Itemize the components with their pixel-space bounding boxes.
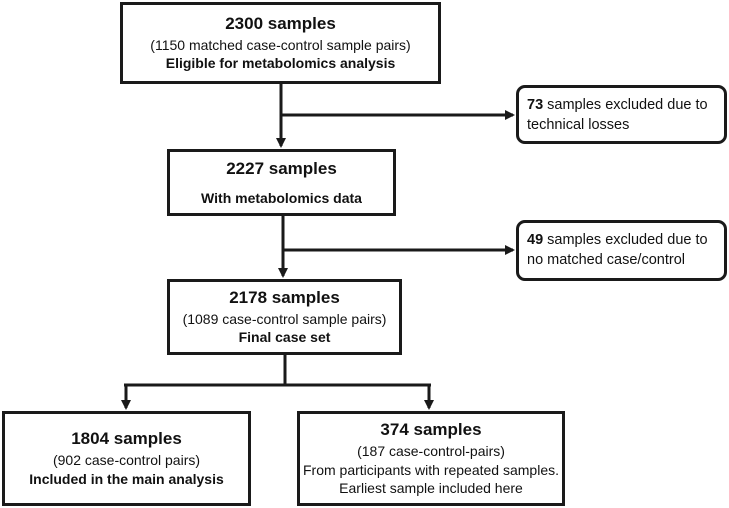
- box-title: 374 samples: [380, 419, 482, 439]
- box-line: Eligible for metabolomics analysis: [165, 55, 396, 72]
- excluded-count: 49: [527, 232, 544, 248]
- box-line: (187 case-control-pairs): [357, 442, 505, 459]
- box-title: 2227 samples: [226, 158, 337, 178]
- box-metabolomics-data: 2227 samples With metabolomics data: [167, 149, 396, 216]
- box-repeated-samples: 374 samples (187 case-control-pairs) Fro…: [297, 411, 565, 506]
- excluded-count: 73: [527, 97, 544, 113]
- box-line: (1089 case-control sample pairs): [182, 310, 387, 327]
- box-final-case-set: 2178 samples (1089 case-control sample p…: [167, 279, 402, 355]
- box-line: Earliest sample included here: [339, 480, 523, 497]
- exclusion-reason: technical losses: [527, 116, 630, 133]
- box-line: (902 case-control pairs): [52, 452, 201, 469]
- exclusion-reason: no matched case/control: [527, 251, 685, 268]
- exclusion-text: samples excluded due to: [543, 97, 708, 113]
- box-title: 1804 samples: [71, 429, 182, 449]
- box-main-analysis: 1804 samples (902 case-control pairs) In…: [2, 411, 251, 506]
- box-eligible-samples: 2300 samples (1150 matched case-control …: [120, 2, 441, 84]
- box-line: (1150 matched case-control sample pairs): [150, 36, 411, 53]
- exclusion-box-technical-losses: 73 samples excluded due to technical los…: [516, 85, 727, 144]
- box-line: From participants with repeated samples.: [303, 461, 559, 478]
- exclusion-text: samples excluded due to: [543, 232, 708, 248]
- box-line: Included in the main analysis: [29, 470, 224, 487]
- box-title: 2300 samples: [225, 13, 336, 33]
- box-line: Final case set: [238, 329, 331, 346]
- box-title: 2178 samples: [229, 287, 340, 307]
- exclusion-box-no-match: 49 samples excluded due to no matched ca…: [516, 220, 727, 281]
- box-line: With metabolomics data: [201, 189, 362, 206]
